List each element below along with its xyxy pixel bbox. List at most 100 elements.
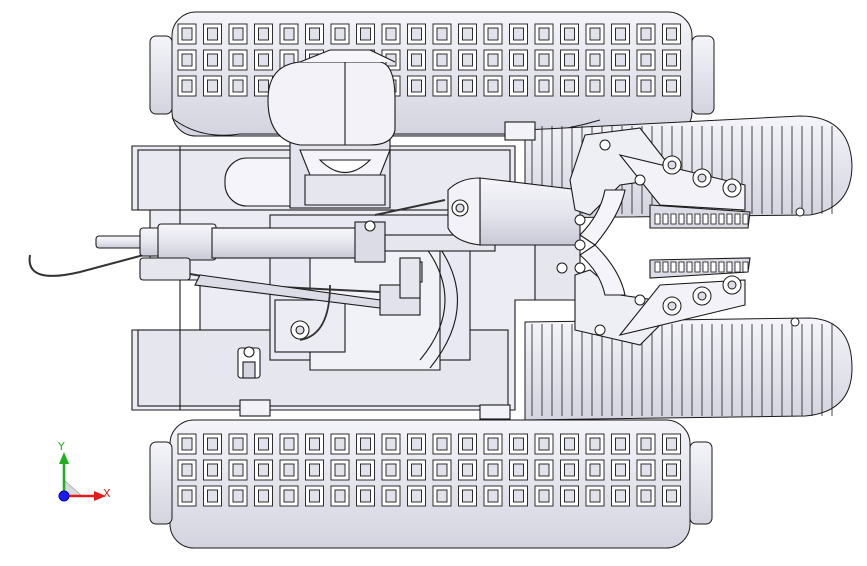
track-cell-inner <box>309 463 320 477</box>
track-cell-inner <box>334 27 346 41</box>
jaw-hole-center <box>667 301 677 311</box>
track-cell-inner <box>436 27 448 41</box>
track-cell-inner <box>436 489 448 503</box>
jaw-tooth <box>702 213 709 225</box>
track-cell-inner <box>436 79 448 93</box>
track-cell-inner <box>487 437 499 451</box>
track-cell-inner <box>207 79 218 93</box>
track-cell-inner <box>411 27 422 41</box>
track-cell-inner <box>564 437 575 451</box>
jaw-tooth <box>694 213 701 225</box>
track-cell-inner <box>487 27 499 41</box>
front-flipper-bottom <box>524 317 853 421</box>
track-cell-inner <box>615 53 626 67</box>
jaw-tooth <box>694 261 701 273</box>
pin-hole <box>599 139 611 151</box>
track-cell-inner <box>513 53 524 67</box>
jaw-tooth <box>702 261 709 273</box>
track-cell-inner <box>181 79 193 93</box>
track-cell-inner <box>564 463 575 477</box>
track-cell-inner <box>615 79 626 93</box>
track-cell-inner <box>589 79 601 93</box>
track-cell-inner <box>258 437 269 451</box>
jaw-tooth <box>670 261 677 273</box>
pin-hole <box>574 239 586 251</box>
track-cell-inner <box>258 53 269 67</box>
camera-head <box>267 49 396 209</box>
track-cell-inner <box>462 489 473 503</box>
bottom-track <box>149 419 713 549</box>
track-cell-inner <box>385 437 397 451</box>
track-cell-inner <box>385 463 397 477</box>
track-cell-inner <box>334 489 346 503</box>
jaw-tooth <box>670 213 677 225</box>
manipulator-arm <box>28 177 581 341</box>
track-cell-inner <box>385 27 397 41</box>
track-cell-inner <box>411 53 422 67</box>
track-cell-inner <box>462 27 473 41</box>
track-cell-inner <box>640 463 652 477</box>
track-cell-inner <box>258 27 269 41</box>
top-track <box>149 11 715 137</box>
track-cell-inner <box>640 53 652 67</box>
track-cell-inner <box>538 489 550 503</box>
track-cell-inner <box>232 27 244 41</box>
x-axis-label: X <box>103 487 111 500</box>
pin-hole <box>594 324 606 336</box>
jaw-tooth <box>734 261 741 273</box>
track-cell-inner <box>462 437 473 451</box>
track-cell-inner <box>640 437 652 451</box>
track-cell-inner <box>309 27 320 41</box>
track-cell-inner <box>640 27 652 41</box>
track-cell-inner <box>589 53 601 67</box>
jaw-tooth <box>654 261 661 273</box>
track-cell-inner <box>436 437 448 451</box>
track-cell-inner <box>615 27 626 41</box>
track-cell-inner <box>181 53 193 67</box>
track-cell-inner <box>181 27 193 41</box>
track-cell-inner <box>538 437 550 451</box>
track-cell-inner <box>589 437 601 451</box>
track-cell-inner <box>283 437 295 451</box>
jaw-tooth <box>654 213 661 225</box>
track-cell-inner <box>589 489 601 503</box>
jaw-tooth <box>742 213 749 225</box>
jaw-tooth <box>726 261 733 273</box>
track-cell-inner <box>487 463 499 477</box>
track-cell-inner <box>207 489 218 503</box>
x-axis-arrow-icon <box>94 491 106 501</box>
jaw-tooth <box>662 261 669 273</box>
track-cell-inner <box>538 463 550 477</box>
track-cell-inner <box>564 79 575 93</box>
track-cell-inner <box>436 463 448 477</box>
pin-hole <box>634 294 646 306</box>
track-cell-inner <box>589 27 601 41</box>
track-cell-inner <box>411 463 422 477</box>
track-cell-inner <box>283 27 295 41</box>
jaw-tooth <box>710 213 717 225</box>
track-cell-inner <box>181 489 193 503</box>
track-cell-inner <box>538 53 550 67</box>
track-cell-inner <box>640 79 652 93</box>
track-cell-inner <box>207 463 218 477</box>
track-cell-inner <box>360 437 371 451</box>
track-cell-inner <box>666 489 677 503</box>
jaw-hole-center <box>727 280 737 290</box>
track-cell-inner <box>436 53 448 67</box>
track-cell-inner <box>513 437 524 451</box>
track-cell-inner <box>564 489 575 503</box>
jaw-tooth <box>678 261 685 273</box>
track-cell-inner <box>181 437 193 451</box>
gripper <box>534 127 751 346</box>
pin-hole <box>574 262 586 274</box>
jaw-tooth <box>726 213 733 225</box>
track-cell-inner <box>615 463 626 477</box>
y-axis-label: Y <box>57 440 65 453</box>
track-cell-inner <box>283 463 295 477</box>
track-cell-inner <box>666 79 677 93</box>
track-cell-inner <box>232 437 244 451</box>
track-cell-inner <box>666 53 677 67</box>
track-cell-inner <box>513 79 524 93</box>
